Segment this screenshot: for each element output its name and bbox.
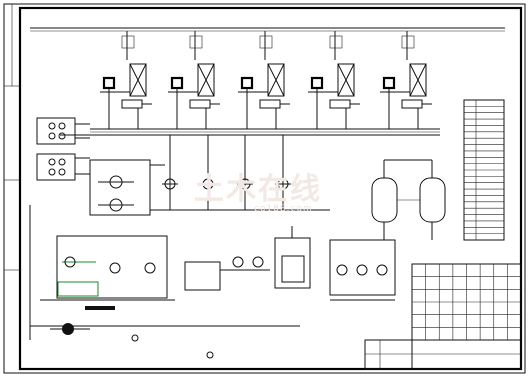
legend-table — [463, 99, 505, 241]
main-header-pipe — [30, 27, 505, 32]
storage-tank-1 — [371, 160, 398, 240]
pump — [200, 135, 216, 210]
center-right-vessel — [274, 226, 311, 289]
collector-header — [29, 128, 440, 340]
drawing-frame — [3, 3, 526, 374]
right-pump-manifold — [329, 239, 396, 301]
column-units — [100, 31, 432, 129]
column-unit — [238, 31, 290, 129]
title-block — [364, 263, 522, 370]
mid-pump-row — [162, 135, 291, 210]
pump — [162, 135, 178, 210]
column-unit — [308, 31, 360, 129]
column-unit — [380, 31, 432, 129]
pump-station-left — [89, 159, 330, 216]
left-skid-2 — [36, 153, 90, 181]
pump — [275, 135, 291, 210]
column-unit — [168, 31, 220, 129]
bottom-pump — [30, 323, 300, 359]
center-lower-vessel — [184, 256, 270, 291]
column-unit — [100, 31, 152, 129]
lower-left-block — [40, 235, 175, 310]
pump — [237, 135, 253, 210]
left-skid-1 — [36, 117, 90, 145]
storage-tank-2 — [384, 159, 446, 240]
